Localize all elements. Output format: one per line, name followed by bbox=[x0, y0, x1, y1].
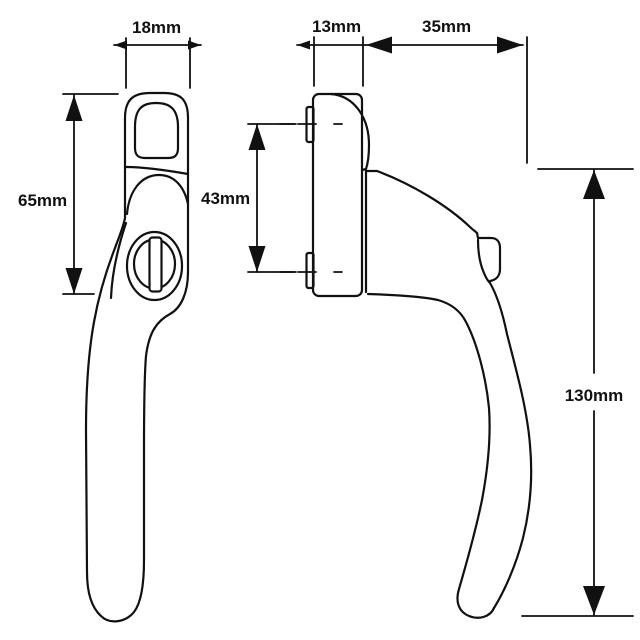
dim-43mm bbox=[247, 123, 297, 273]
dim-18mm-arrow-left bbox=[114, 40, 127, 50]
dim-43mm-ext-lines bbox=[247, 123, 297, 273]
dim-65mm-label: 65mm bbox=[18, 191, 68, 210]
keyhole-icon bbox=[125, 230, 184, 302]
dim-130mm-arrow-down bbox=[583, 586, 605, 615]
side-grip-outer-lower bbox=[488, 281, 533, 610]
dim-65mm-arrow-down bbox=[65, 268, 83, 294]
side-grip-inner bbox=[366, 292, 491, 591]
dim-130mm-label: 130mm bbox=[564, 386, 624, 405]
dim-18mm-label: 18mm bbox=[132, 18, 182, 37]
dim-43mm-arrow-up bbox=[248, 124, 266, 150]
side-view-drawing bbox=[279, 92, 533, 619]
side-grip-outer-upper bbox=[375, 169, 479, 235]
dim-130mm-ext-lines bbox=[521, 168, 634, 617]
dim-35mm-arrow-right bbox=[497, 36, 523, 54]
dim-18mm-arrow-right bbox=[188, 40, 201, 50]
side-head-arc bbox=[329, 92, 371, 172]
side-nib bbox=[475, 231, 502, 285]
dim-13-35-ext-lines bbox=[313, 36, 528, 164]
dim-13mm-label: 13mm bbox=[312, 17, 362, 36]
dim-130mm bbox=[521, 168, 634, 617]
front-boss-arc bbox=[125, 173, 190, 216]
dim-43mm-label: 43mm bbox=[201, 189, 251, 208]
front-neck-contour bbox=[109, 221, 128, 300]
dim-65mm-ext-lines bbox=[62, 93, 119, 295]
front-collar-line bbox=[123, 165, 190, 176]
side-grip-end-cap bbox=[456, 587, 496, 619]
key-slot bbox=[148, 236, 163, 293]
lug-centerlines bbox=[279, 123, 343, 273]
dim-18mm bbox=[113, 37, 202, 89]
lock-outer-ring bbox=[125, 230, 184, 302]
dim-130mm-arrow-up bbox=[583, 170, 605, 199]
front-outline bbox=[84, 91, 190, 623]
dim-13mm-arrow bbox=[297, 40, 310, 50]
dim-35mm-label: 35mm bbox=[422, 17, 472, 36]
dim-13mm-35mm bbox=[296, 36, 528, 164]
dim-35mm-arrow-left bbox=[366, 36, 392, 54]
dim-43mm-arrow-down bbox=[248, 246, 266, 272]
dim-65mm bbox=[62, 93, 119, 295]
dim-65mm-arrow-up bbox=[65, 95, 83, 121]
side-fixing-lug-bottom bbox=[305, 251, 315, 290]
front-oval-hole bbox=[133, 101, 180, 160]
front-view-drawing bbox=[84, 91, 190, 623]
